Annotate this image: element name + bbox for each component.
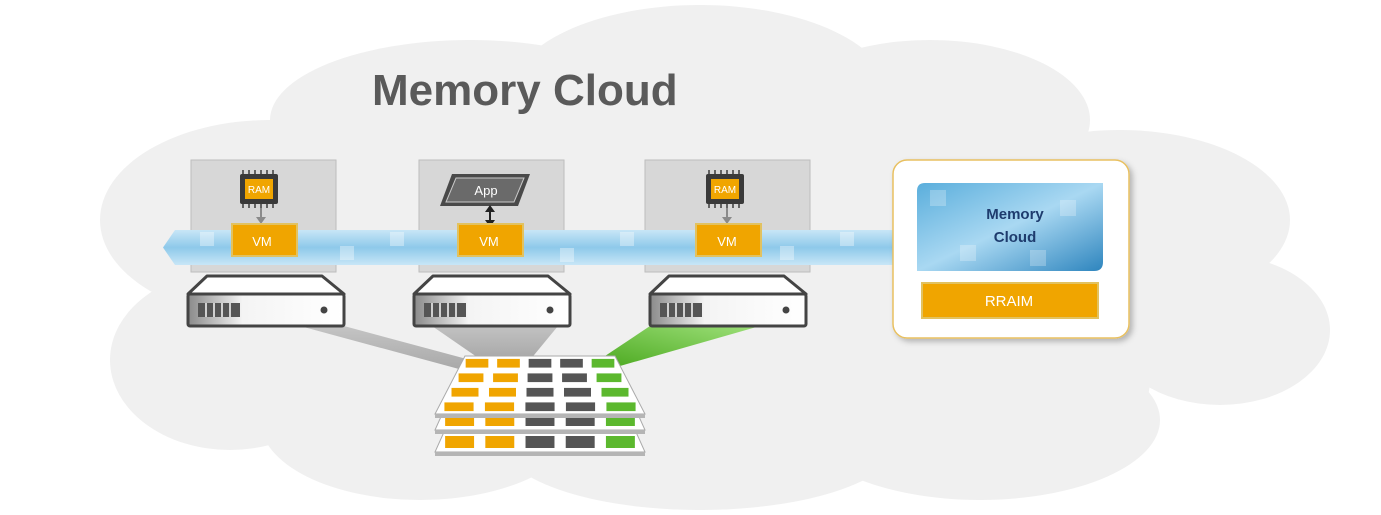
memory-tile — [562, 373, 587, 383]
memory-tile — [528, 358, 552, 368]
memory-grid-icon — [434, 355, 646, 456]
rraim-label: RRAIM — [985, 293, 1033, 310]
memory-grid-layer — [434, 355, 646, 418]
down-arrow-icon — [722, 208, 732, 224]
memory-tile — [565, 402, 596, 412]
server-3-beam — [590, 326, 760, 366]
memory-grid-layer — [434, 431, 646, 456]
memory-tile — [493, 373, 518, 383]
panel-banner-line2: Cloud — [994, 229, 1037, 246]
memory-tile — [489, 387, 516, 397]
memory-tile — [484, 402, 515, 412]
memory-tile — [605, 436, 635, 448]
ram-label: RAM — [714, 185, 736, 196]
panel-banner-line1: Memory — [986, 206, 1044, 223]
server-1-beam — [300, 326, 515, 372]
memory-tile — [606, 402, 636, 412]
memory-tile — [451, 387, 479, 397]
down-arrow-icon — [256, 208, 266, 224]
memory-tile — [497, 358, 520, 368]
vm-box: VM — [231, 223, 298, 257]
memory-tile — [591, 358, 615, 368]
vm-label: VM — [479, 234, 499, 249]
memory-tile — [526, 387, 554, 397]
memory-tile — [601, 387, 629, 397]
memory-tile — [458, 373, 484, 383]
ram-chip-icon: RAM — [240, 170, 278, 208]
memory-tile — [564, 387, 591, 397]
vm-box: VM — [457, 223, 524, 257]
memory-tile — [596, 373, 622, 383]
memory-tile — [445, 436, 475, 448]
vm-box: VM — [695, 223, 762, 257]
app-icon: App — [440, 174, 530, 206]
vm-label: VM — [717, 234, 737, 249]
memory-cloud-panel: Memory Cloud RRAIM — [892, 159, 1130, 339]
memory-tile — [465, 358, 489, 368]
memory-tile — [525, 402, 555, 412]
memory-tile — [525, 436, 555, 448]
memory-tile — [485, 436, 515, 448]
server-icon — [412, 274, 572, 328]
app-label: App — [474, 183, 497, 198]
vm-label: VM — [252, 234, 272, 249]
memory-tile — [560, 358, 583, 368]
memory-tile — [565, 436, 595, 448]
ram-label: RAM — [248, 185, 270, 196]
page-title: Memory Cloud — [372, 66, 678, 115]
ram-chip-icon: RAM — [706, 170, 744, 208]
memory-tile — [444, 402, 474, 412]
server-icon — [186, 274, 346, 328]
server-icon — [648, 274, 808, 328]
memory-tile — [527, 373, 553, 383]
